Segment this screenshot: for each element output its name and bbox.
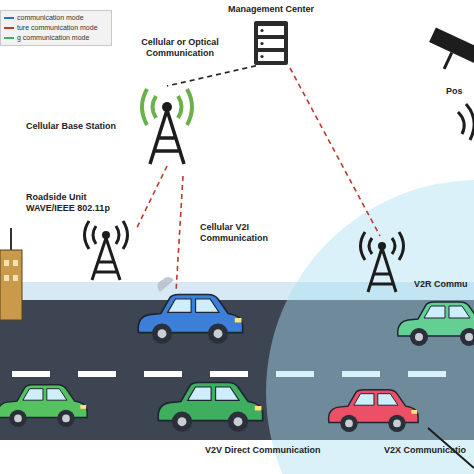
annotation-label: Pos (446, 86, 463, 97)
legend-row: ture communication mode (4, 23, 108, 33)
legend-sample (4, 27, 14, 29)
roadside-unit-icon (78, 220, 134, 282)
base-station-icon (134, 86, 200, 166)
edge-label: Cellular or Optical Communication (130, 36, 230, 60)
node-label: Management Center (228, 4, 314, 15)
legend-row: g communication mode (4, 33, 108, 43)
server-icon (253, 20, 289, 66)
dashed-link (167, 66, 256, 86)
legend-row: communication mode (4, 13, 108, 23)
roadside-unit: Roadside Unit WAVE/IEEE 802.11p (26, 192, 136, 282)
legend-text: ture communication mode (17, 23, 98, 33)
legend-box: communication modeture communication mod… (0, 10, 112, 46)
legend-sample (4, 17, 14, 19)
annotation-label: V2V Direct Communication (205, 445, 321, 456)
annotation-label: Cellular V2I Communication (200, 222, 286, 244)
base-station: Cellular Base Station (26, 86, 200, 166)
node-label: Cellular Base Station (26, 121, 116, 132)
annotation-label: V2X Communicatio (384, 445, 466, 456)
node-label: Roadside Unit WAVE/IEEE 802.11p (26, 192, 136, 214)
dashed-link (136, 166, 167, 230)
legend-text: communication mode (17, 13, 84, 23)
annotation-label: V2R Commu (414, 279, 468, 290)
legend-sample (4, 37, 14, 39)
management-center: Management Center (228, 4, 314, 66)
legend-text: g communication mode (17, 33, 89, 43)
